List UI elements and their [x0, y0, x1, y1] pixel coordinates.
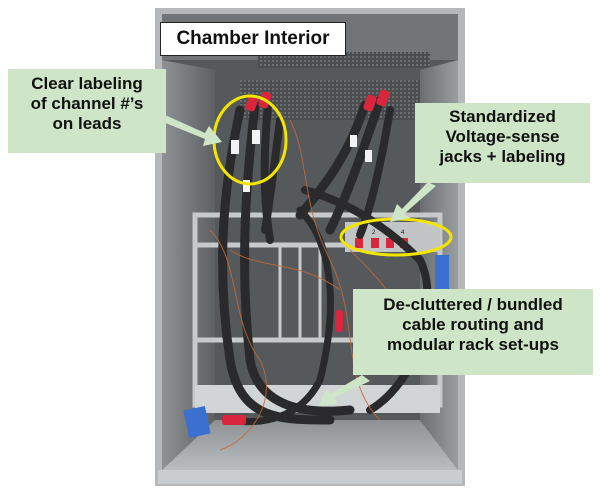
- arrow-voltage-sense: [390, 182, 436, 222]
- callout-line: cable routing and: [402, 315, 544, 335]
- callout-line: jacks + labeling: [439, 147, 566, 167]
- callout-line: De-cluttered / bundled: [383, 295, 563, 314]
- arrow-channel-labels: [163, 115, 222, 146]
- jack-number: 2: [372, 230, 376, 236]
- blue-connector: [435, 255, 449, 295]
- jack-number: 4: [401, 230, 405, 236]
- blue-connector: [183, 406, 211, 438]
- callout-channel-labels: Clear labeling of channel #’s on leads: [8, 69, 166, 153]
- arrow-cable-routing: [318, 375, 370, 406]
- callout-line: Standardized: [449, 107, 556, 126]
- callout-voltage-sense: Standardized Voltage-sense jacks + label…: [415, 103, 590, 183]
- callout-line: modular rack set-ups: [387, 335, 559, 355]
- callout-line: Clear labeling: [31, 74, 143, 93]
- callout-line: of channel #’s: [30, 94, 144, 114]
- callout-line: Voltage-sense: [445, 127, 560, 147]
- callout-line: on leads: [52, 114, 122, 134]
- chamber-interior-title: Chamber Interior: [160, 22, 346, 56]
- lead-labels: [231, 130, 372, 192]
- callout-cable-routing: De-cluttered / bundled cable routing and…: [353, 289, 593, 375]
- callout-arrows: [163, 115, 436, 406]
